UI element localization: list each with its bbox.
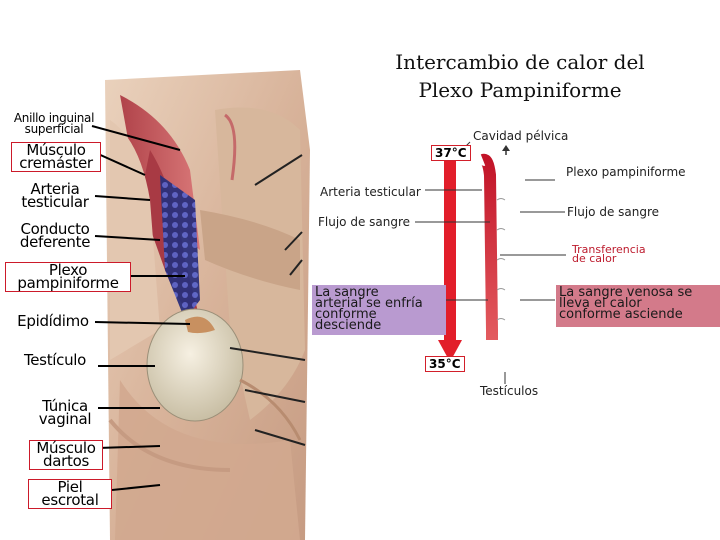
label-plexo-diagram: Plexo pampiniforme xyxy=(566,165,686,179)
label-musculo-dartos: Músculo dartos xyxy=(29,440,103,470)
label-piel-line1: Piel xyxy=(57,478,83,496)
label-conducto-line2: deferente xyxy=(19,233,91,251)
label-testiculo: Testículo xyxy=(23,351,87,369)
callout-venosa-line3: conforme asciende xyxy=(559,307,683,322)
label-anillo-inguinal: Anillo inguinal superficial xyxy=(10,111,98,136)
label-cremaster-line2: cremáster xyxy=(19,154,93,172)
label-dartos-line2: dartos xyxy=(43,452,89,470)
label-anillo-line2: superficial xyxy=(24,122,84,136)
label-arteria-testicular: Arteria testicular xyxy=(12,180,98,211)
label-epididimo: Epidídimo xyxy=(17,312,89,330)
title-line-2: Plexo Pampiniforme xyxy=(418,78,622,102)
callout-sangre-arterial: La sangre arterial se enfría conforme de… xyxy=(312,285,446,335)
leader-lines xyxy=(91,125,306,491)
label-tunica-line2: vaginal xyxy=(38,410,92,428)
label-cavidad-pelvica: Cavidad pélvica xyxy=(473,129,569,143)
label-testiculos: Testículos xyxy=(480,384,539,398)
label-plexo-pampiniforme: Plexo pampiniforme xyxy=(5,262,131,292)
title-line-1: Intercambio de calor del xyxy=(395,50,645,74)
anatomy-illustration xyxy=(105,70,310,540)
label-plexo-line2: pampiniforme xyxy=(17,274,119,292)
label-tunica-vaginal: Túnica vaginal xyxy=(30,397,100,428)
label-tunica-line1: Túnica xyxy=(42,397,88,415)
label-piel-escrotal: Piel escrotal xyxy=(28,479,112,509)
label-arteria-diagram: Arteria testicular xyxy=(320,185,421,199)
label-conducto-deferente: Conducto deferente xyxy=(12,220,98,251)
page-title: Intercambio de calor del Plexo Pampinifo… xyxy=(385,48,655,104)
label-musculo-cremaster: Músculo cremáster xyxy=(11,142,101,172)
label-arteria-line2: testicular xyxy=(21,193,89,211)
label-plexo-line1: Plexo xyxy=(48,261,88,279)
heat-exchange-diagram xyxy=(415,141,566,384)
label-cremaster-line1: Músculo xyxy=(26,141,86,159)
label-piel-line2: escrotal xyxy=(41,491,99,509)
callout-arterial-line3: conforme xyxy=(315,307,377,322)
callout-arterial-line1: La sangre xyxy=(315,285,379,300)
label-arteria-line1: Arteria xyxy=(30,180,80,198)
callout-arterial-line2: arterial se enfría xyxy=(315,296,423,311)
temperature-bottom: 35°C xyxy=(425,356,465,372)
label-flujo-right: Flujo de sangre xyxy=(567,205,660,219)
label-dartos-line1: Músculo xyxy=(36,439,96,457)
callout-sangre-venosa: La sangre venosa se lleva el calor confo… xyxy=(556,285,720,327)
label-transfer-line1: Transferencia xyxy=(572,243,646,256)
callout-venosa-line2: lleva el calor xyxy=(559,296,642,311)
callout-venosa-line1: La sangre venosa se xyxy=(559,285,693,300)
label-conducto-line1: Conducto xyxy=(20,220,90,238)
label-anillo-line1: Anillo inguinal xyxy=(13,111,95,125)
label-transferencia-calor: Transferencia de calor xyxy=(568,244,650,264)
callout-arterial-line4: desciende xyxy=(315,318,382,333)
temperature-top: 37°C xyxy=(431,145,471,161)
label-transfer-line2: de calor xyxy=(572,252,617,265)
label-flujo-left: Flujo de sangre xyxy=(318,215,411,229)
